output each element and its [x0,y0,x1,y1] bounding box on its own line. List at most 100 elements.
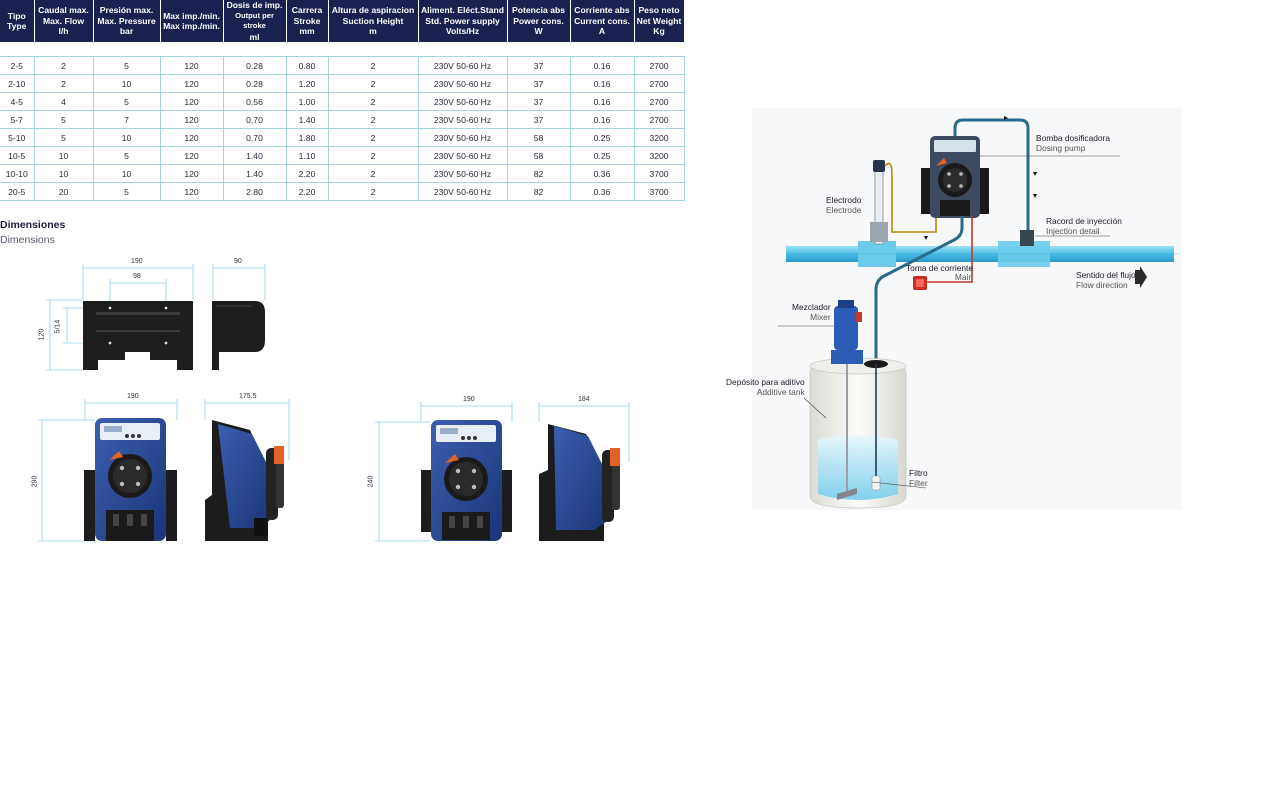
cell-stroke: 1.80 [286,128,329,147]
cell-output-per-stroke: 0.70 [223,128,287,147]
cell-power-supply: 230V 50-60 Hz [418,74,508,93]
cell-suction-height: 2 [328,110,419,129]
cell-power-supply: 230V 50-60 Hz [418,110,508,129]
cell-suction-height: 2 [328,74,419,93]
cell-output-per-stroke: 1.40 [223,146,287,165]
cell-power-supply: 230V 50-60 Hz [418,92,508,111]
cell-max-imp: 120 [160,146,224,165]
cell-max-flow: 20 [34,182,94,201]
cell-output-per-stroke: 0.28 [223,56,287,75]
header-type: Tipo Type [0,0,35,42]
bracket-inner-width-label: 98 [133,273,141,280]
bracket-depth-label: 90 [234,258,242,265]
cell-max-flow: 2 [34,74,94,93]
cell-suction-height: 2 [328,56,419,75]
cell-power-supply: 230V 50-60 Hz [418,128,508,147]
flow-arrow-icon [1135,266,1147,288]
cell-power-supply: 230V 50-60 Hz [418,56,508,75]
cell-type: 2-10 [0,74,35,93]
pump-large-front-view [421,420,512,541]
main-pipe [786,241,1180,267]
cell-suction-height: 2 [328,92,419,111]
cell-type: 2-5 [0,56,35,75]
cell-current-cons: 0.36 [570,164,635,183]
cell-stroke: 1.20 [286,74,329,93]
cell-type: 4-5 [0,92,35,111]
bracket-front-view [83,301,193,370]
label-mixer: Mezclador Mixer [792,302,831,322]
cell-output-per-stroke: 0.56 [223,92,287,111]
cell-max-flow: 10 [34,146,94,165]
header-power-cons: Potencia abs Power cons. W [507,0,571,42]
dimensions-title: Dimensiones [0,219,66,231]
header-stroke: Carrera Stroke mm [286,0,329,42]
cell-max-flow: 2 [34,56,94,75]
cell-output-per-stroke: 0.70 [223,110,287,129]
header-max-imp: Max imp./min. Max imp./min. [160,0,224,42]
cell-max-flow: 10 [34,164,94,183]
cell-type: 10-10 [0,164,35,183]
header-suction-height: Altura de aspiracion Suction Height m [328,0,419,42]
pump-small-width-label: 190 [127,393,139,400]
label-filter: Filtro Filter [909,468,928,488]
pump-large-side-view [539,424,620,541]
cell-power-cons: 37 [507,56,571,75]
cell-max-pressure: 10 [93,128,161,147]
cell-current-cons: 0.16 [570,56,635,75]
cell-max-imp: 120 [160,110,224,129]
label-injection: Racord de inyección Injection detail [1046,216,1122,236]
cell-current-cons: 0.16 [570,110,635,129]
header-current-cons: Corriente abs Current cons. A [570,0,635,42]
cell-current-cons: 0.16 [570,92,635,111]
cell-net-weight: 3700 [634,164,685,183]
dosing-pump [921,136,989,218]
cell-power-cons: 82 [507,164,571,183]
cell-net-weight: 2700 [634,74,685,93]
cell-power-cons: 82 [507,182,571,201]
cell-output-per-stroke: 2.80 [223,182,287,201]
label-main: Toma de corriente Main [906,263,974,282]
cell-output-per-stroke: 0.28 [223,74,287,93]
cell-stroke: 2.20 [286,182,329,201]
cell-current-cons: 0.16 [570,74,635,93]
cell-current-cons: 0.25 [570,128,635,147]
dimensions-subtitle: Dimensions [0,234,55,246]
cell-power-cons: 37 [507,92,571,111]
cell-power-cons: 37 [507,74,571,93]
bracket-side-view [212,301,265,370]
cell-power-supply: 230V 50-60 Hz [418,164,508,183]
mixer [831,300,863,500]
cell-max-pressure: 5 [93,146,161,165]
cell-net-weight: 3700 [634,182,685,201]
bracket-width-label: 190 [131,258,143,265]
cell-max-pressure: 5 [93,92,161,111]
label-dosing-pump: Bomba dosificadora Dosing pump [1036,133,1111,153]
cell-type: 5-10 [0,128,35,147]
pump-large-width-label: 190 [463,396,475,403]
cell-stroke: 1.10 [286,146,329,165]
cell-type: 20-5 [0,182,35,201]
table-header-row: Tipo Type Caudal max. Max. Flow l/h Pres… [0,0,685,42]
cell-stroke: 1.00 [286,92,329,111]
label-additive-tank: Depósito para aditivo Additive tank [726,377,805,397]
cell-stroke: 2.20 [286,164,329,183]
cell-net-weight: 2700 [634,56,685,75]
cell-net-weight: 3200 [634,146,685,165]
cell-max-imp: 120 [160,128,224,147]
cell-type: 10-5 [0,146,35,165]
cell-max-imp: 120 [160,164,224,183]
cell-max-pressure: 10 [93,164,161,183]
cell-max-flow: 5 [34,128,94,147]
cell-max-imp: 120 [160,56,224,75]
cell-current-cons: 0.36 [570,182,635,201]
pump-small-depth-label: 175.5 [239,393,257,400]
cell-stroke: 0.80 [286,56,329,75]
cell-max-imp: 120 [160,74,224,93]
